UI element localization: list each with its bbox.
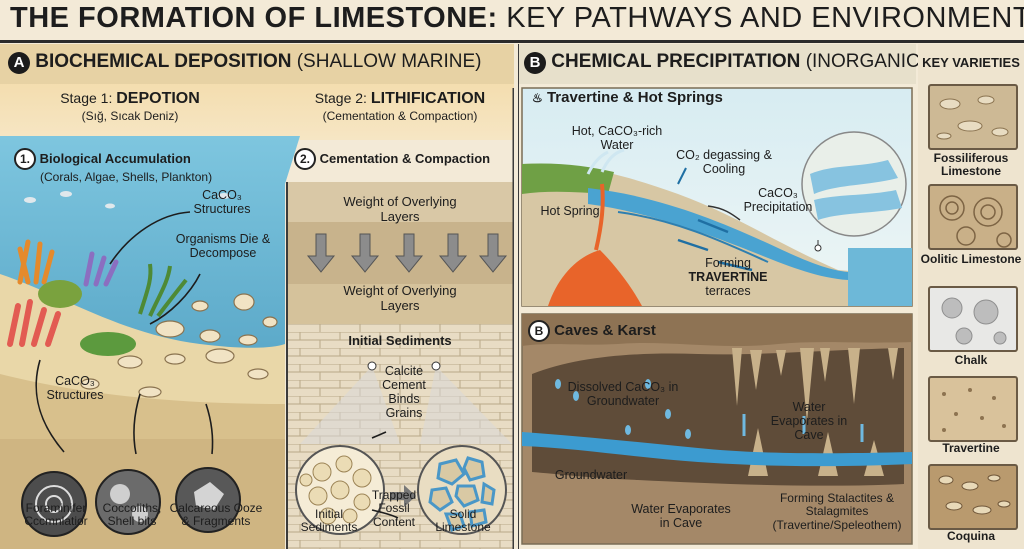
caves-title: B Caves & Karst [528,320,656,342]
panel-biochemical-deposition: A BIOCHEMICAL DEPOSITION (SHALLOW MARINE… [0,44,514,549]
title-divider [0,40,1024,43]
variety-label-2: Oolitic Limestone [920,252,1022,266]
groundwater-label: Groundwater [554,468,628,482]
variety-label-4: Travertine [942,441,1000,455]
panel-a-heading: A BIOCHEMICAL DEPOSITION (SHALLOW MARINE… [8,51,481,74]
step1-sub: (Corals, Algae, Shells, Plankton) [40,170,213,184]
panel-b-heading: B CHEMICAL PRECIPITATION (INORGANIC) [524,51,926,74]
travertine-title: ♨ Travertine & Hot Springs [532,89,723,107]
ooid-texture-icon [928,184,1018,250]
variety-label-5: Coquina [947,529,995,543]
panel-chemical-precipitation: B CHEMICAL PRECIPITATION (INORGANIC) ♨ T… [518,44,926,549]
arrow-to-limestone [390,485,416,507]
hot-spring-icon: ♨ [532,91,543,105]
stage2-prefix: Stage 2: [314,90,367,106]
travertine-title-text: Travertine & Hot Springs [546,89,723,106]
forming-travertine-label: Forming TRAVERTINE terraces [678,256,778,298]
page-title: THE FORMATION OF LIMESTONE: KEY PATHWAYS… [10,2,1024,40]
overlying-layer-2 [287,284,514,324]
caves-title-text: Caves & Karst [554,322,656,339]
water-evap-top-label: Water Evaporates in Cave [770,400,848,442]
panel-a-header-bar [0,44,514,84]
solid-limestone-label: Solid Limestone [435,507,491,535]
step1-num: 1. [14,148,36,170]
panel-b-heading-light: (INORGANIC) [805,51,927,72]
stage2-sub: (Cementation & Compaction) [322,108,478,123]
microfossil-label-1: Foraminifer Cccmnlatior [24,501,88,529]
travertine-word: TRAVERTINE [688,270,768,284]
stage1-name: DEPOTION [116,90,200,107]
key-varieties-heading: KEY VARIETIES [922,55,1020,70]
coral-reef [7,239,188,356]
title-bold: THE FORMATION OF LIMESTONE: [10,2,498,34]
solid-limestone-diagram [417,445,507,535]
microfossil-label-3: Calcareous Ooze & Fragments [169,501,263,529]
panel-a-heading-light: (SHALLOW MARINE) [296,51,482,72]
caco3-precip-label: CaCO₃ Precipitation [743,186,813,214]
terraces-word: terraces [705,284,751,298]
title-light: KEY PATHWAYS AND ENVIRONMENTS [506,2,1024,34]
stage1-label: Stage 1: DEPOTION (Sığ, Sıcak Deniz) [40,90,220,124]
weight-arrows [306,233,508,273]
flow-arrows [677,218,753,272]
panel-b-illustration [518,44,916,549]
variety-label-3: Chalk [954,353,988,367]
stalactites [732,348,898,422]
forming-stalactites-label: Forming Stalactites & Stalagmites (Trave… [772,491,902,532]
panel-a-heading-bold: BIOCHEMICAL DEPOSITION [35,51,292,72]
step1-title: Biological Accumulation [39,151,191,166]
weight-label-2: Weight of Overlying Layers [343,283,457,313]
caco3-structures-bottom: CaCO₃ Structures [46,374,104,402]
caco3-structures-top: CaCO₃ Structures [193,188,251,216]
stage1-prefix: Stage 1: [60,90,113,106]
coquina-texture-icon [928,464,1018,530]
travertine-texture-icon [928,376,1018,442]
dissolved-label: Dissolved CaCO₃ in Groundwater [567,380,679,408]
chalk-texture-icon [928,286,1018,352]
initial-sediments-diagram [295,445,385,535]
panel-a-badge: A [8,52,30,74]
caves-badge: B [528,320,550,342]
initial-sediments-label: Initial Sediments [300,507,358,535]
hot-spring-label: Hot Spring [540,204,600,218]
key-varieties-panel: KEY VARIETIES Fossiliferous Limestone Oo… [918,44,1024,549]
microfossil-label-2: Coccoliths, Shell bits [102,501,162,529]
step2-num: 2. [294,148,316,170]
hot-water-label: Hot, CaCO₃-rich Water [571,124,663,152]
fish [24,191,230,209]
initial-sediments-heading: Initial Sediments [348,333,452,348]
forming-word: Forming [705,256,751,270]
microfossil-discs [21,467,241,537]
stage2-name: LITHIFICATION [370,90,486,107]
stage2-label: Stage 2: LITHIFICATION (Cementation & Co… [296,90,504,124]
callout-arrows [35,211,399,519]
weight-label-1: Weight of Overlying Layers [343,194,457,224]
step1-label: 1. Biological Accumulation (Corals, Alga… [14,148,274,185]
shells [80,293,278,398]
stage1-sub: (Sığ, Sıcak Deniz) [81,108,179,123]
fossil-texture-icon [928,84,1018,150]
panel-b-heading-bold: CHEMICAL PRECIPITATION [551,51,801,72]
step2-title: Cementation & Compaction [319,151,491,166]
organisms-die-label: Organisms Die & Decompose [175,232,271,260]
variety-label-1: Fossiliferous Limestone [933,151,1009,179]
panel-b-badge: B [524,52,546,74]
panel-a-illustration [0,44,514,549]
panel-b-header-bar [518,44,916,84]
calcite-cement-label: Calcite Cement Binds Grains [382,364,426,420]
trapped-fossil-label: Trapped Fossil Content [371,488,417,529]
water-evap-bottom-label: Water Evaporates in Cave [631,502,731,530]
co2-degassing-label: CO₂ degassing & Cooling [676,148,772,176]
step2-label: 2. Cementation & Compaction [294,148,510,170]
